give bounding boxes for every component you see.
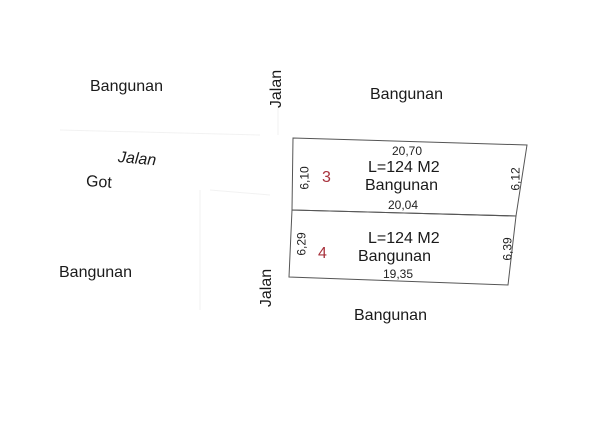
plot-3-right-length: 6,12	[508, 167, 523, 191]
plot-3-use: Bangunan	[365, 177, 438, 194]
label-jalan-top: Jalan	[268, 69, 286, 109]
plot-3-area: L=124 M2	[368, 159, 440, 176]
plot-4-number: 4	[318, 245, 327, 262]
plot-3-top-length: 20,70	[392, 144, 423, 158]
plot-3-bottom-length: 20,04	[388, 198, 419, 212]
label-bangunan-bottom-right: Bangunan	[354, 307, 427, 324]
label-bangunan-bottom-left: Bangunan	[59, 264, 132, 281]
plot-4-boundary	[288, 209, 517, 286]
label-bangunan-top-right: Bangunan	[370, 86, 443, 103]
plot-3-left-length: 6,10	[297, 166, 312, 190]
label-jalan-bottom: Jalan	[258, 268, 276, 308]
label-bangunan-top-left: Bangunan	[90, 78, 163, 95]
plot-3-number: 3	[322, 169, 331, 186]
plot-4-left-length: 6,29	[294, 232, 309, 256]
plot-4-right-length: 6,39	[500, 237, 515, 261]
plot-4-area: L=124 M2	[368, 230, 440, 247]
plot-4-use: Bangunan	[358, 248, 431, 265]
label-got: Got	[85, 173, 113, 192]
faint-guides	[59, 80, 279, 310]
plot-4-bottom-length: 19,35	[383, 267, 414, 281]
label-jalan-slanted: Jalan	[117, 149, 157, 170]
